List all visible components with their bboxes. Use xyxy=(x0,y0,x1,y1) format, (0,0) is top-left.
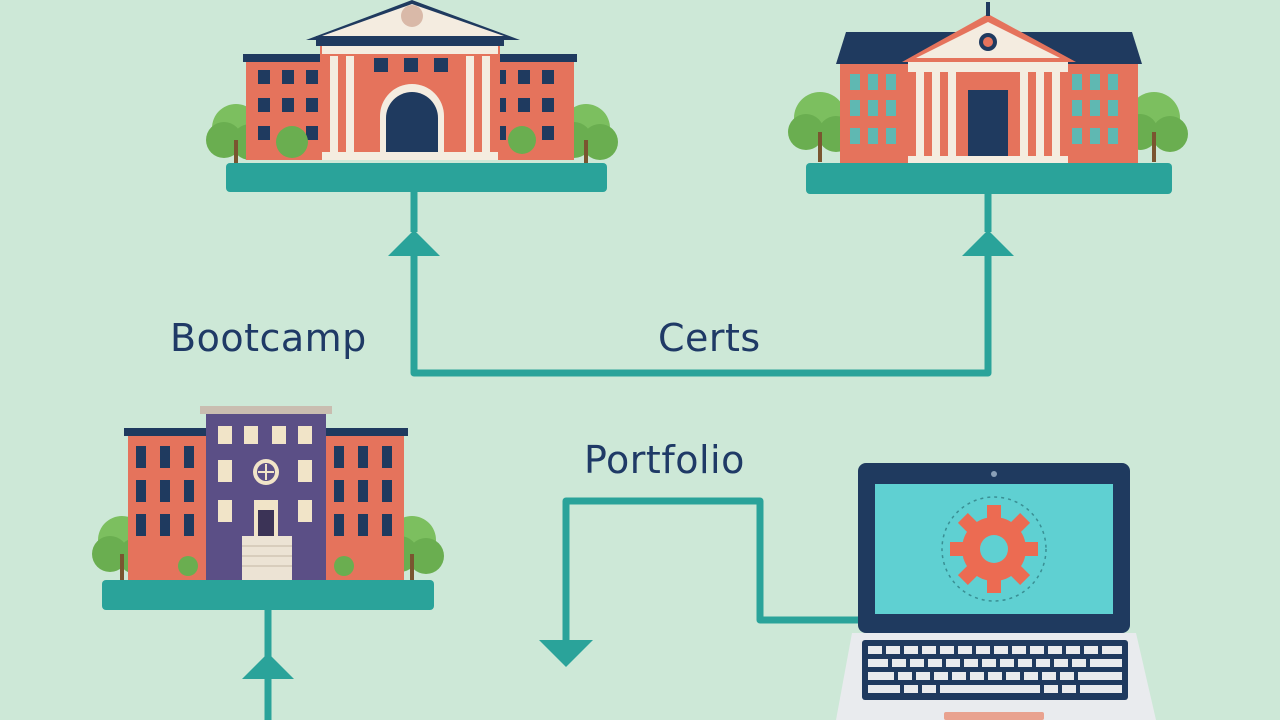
gear-icon xyxy=(941,496,1047,602)
label-portfolio: Portfolio xyxy=(584,438,745,482)
connector-portfolio xyxy=(562,497,860,642)
platform-top-left xyxy=(226,163,607,192)
connector-bootcamp-certs xyxy=(410,250,992,377)
college-building-icon xyxy=(788,2,1188,164)
arrow-down-portfolio xyxy=(539,640,593,667)
label-certs: Certs xyxy=(658,316,761,360)
label-bootcamp: Bootcamp xyxy=(170,316,367,360)
platform-top-right xyxy=(806,163,1172,194)
platform-bottom-left xyxy=(102,580,434,610)
laptop-icon xyxy=(836,463,1156,720)
arrow-up-right xyxy=(962,230,1014,256)
campus-building-icon xyxy=(92,406,444,582)
university-building-icon xyxy=(206,0,618,164)
arrow-up-left xyxy=(388,230,440,256)
arrow-up-bottom xyxy=(242,653,294,679)
